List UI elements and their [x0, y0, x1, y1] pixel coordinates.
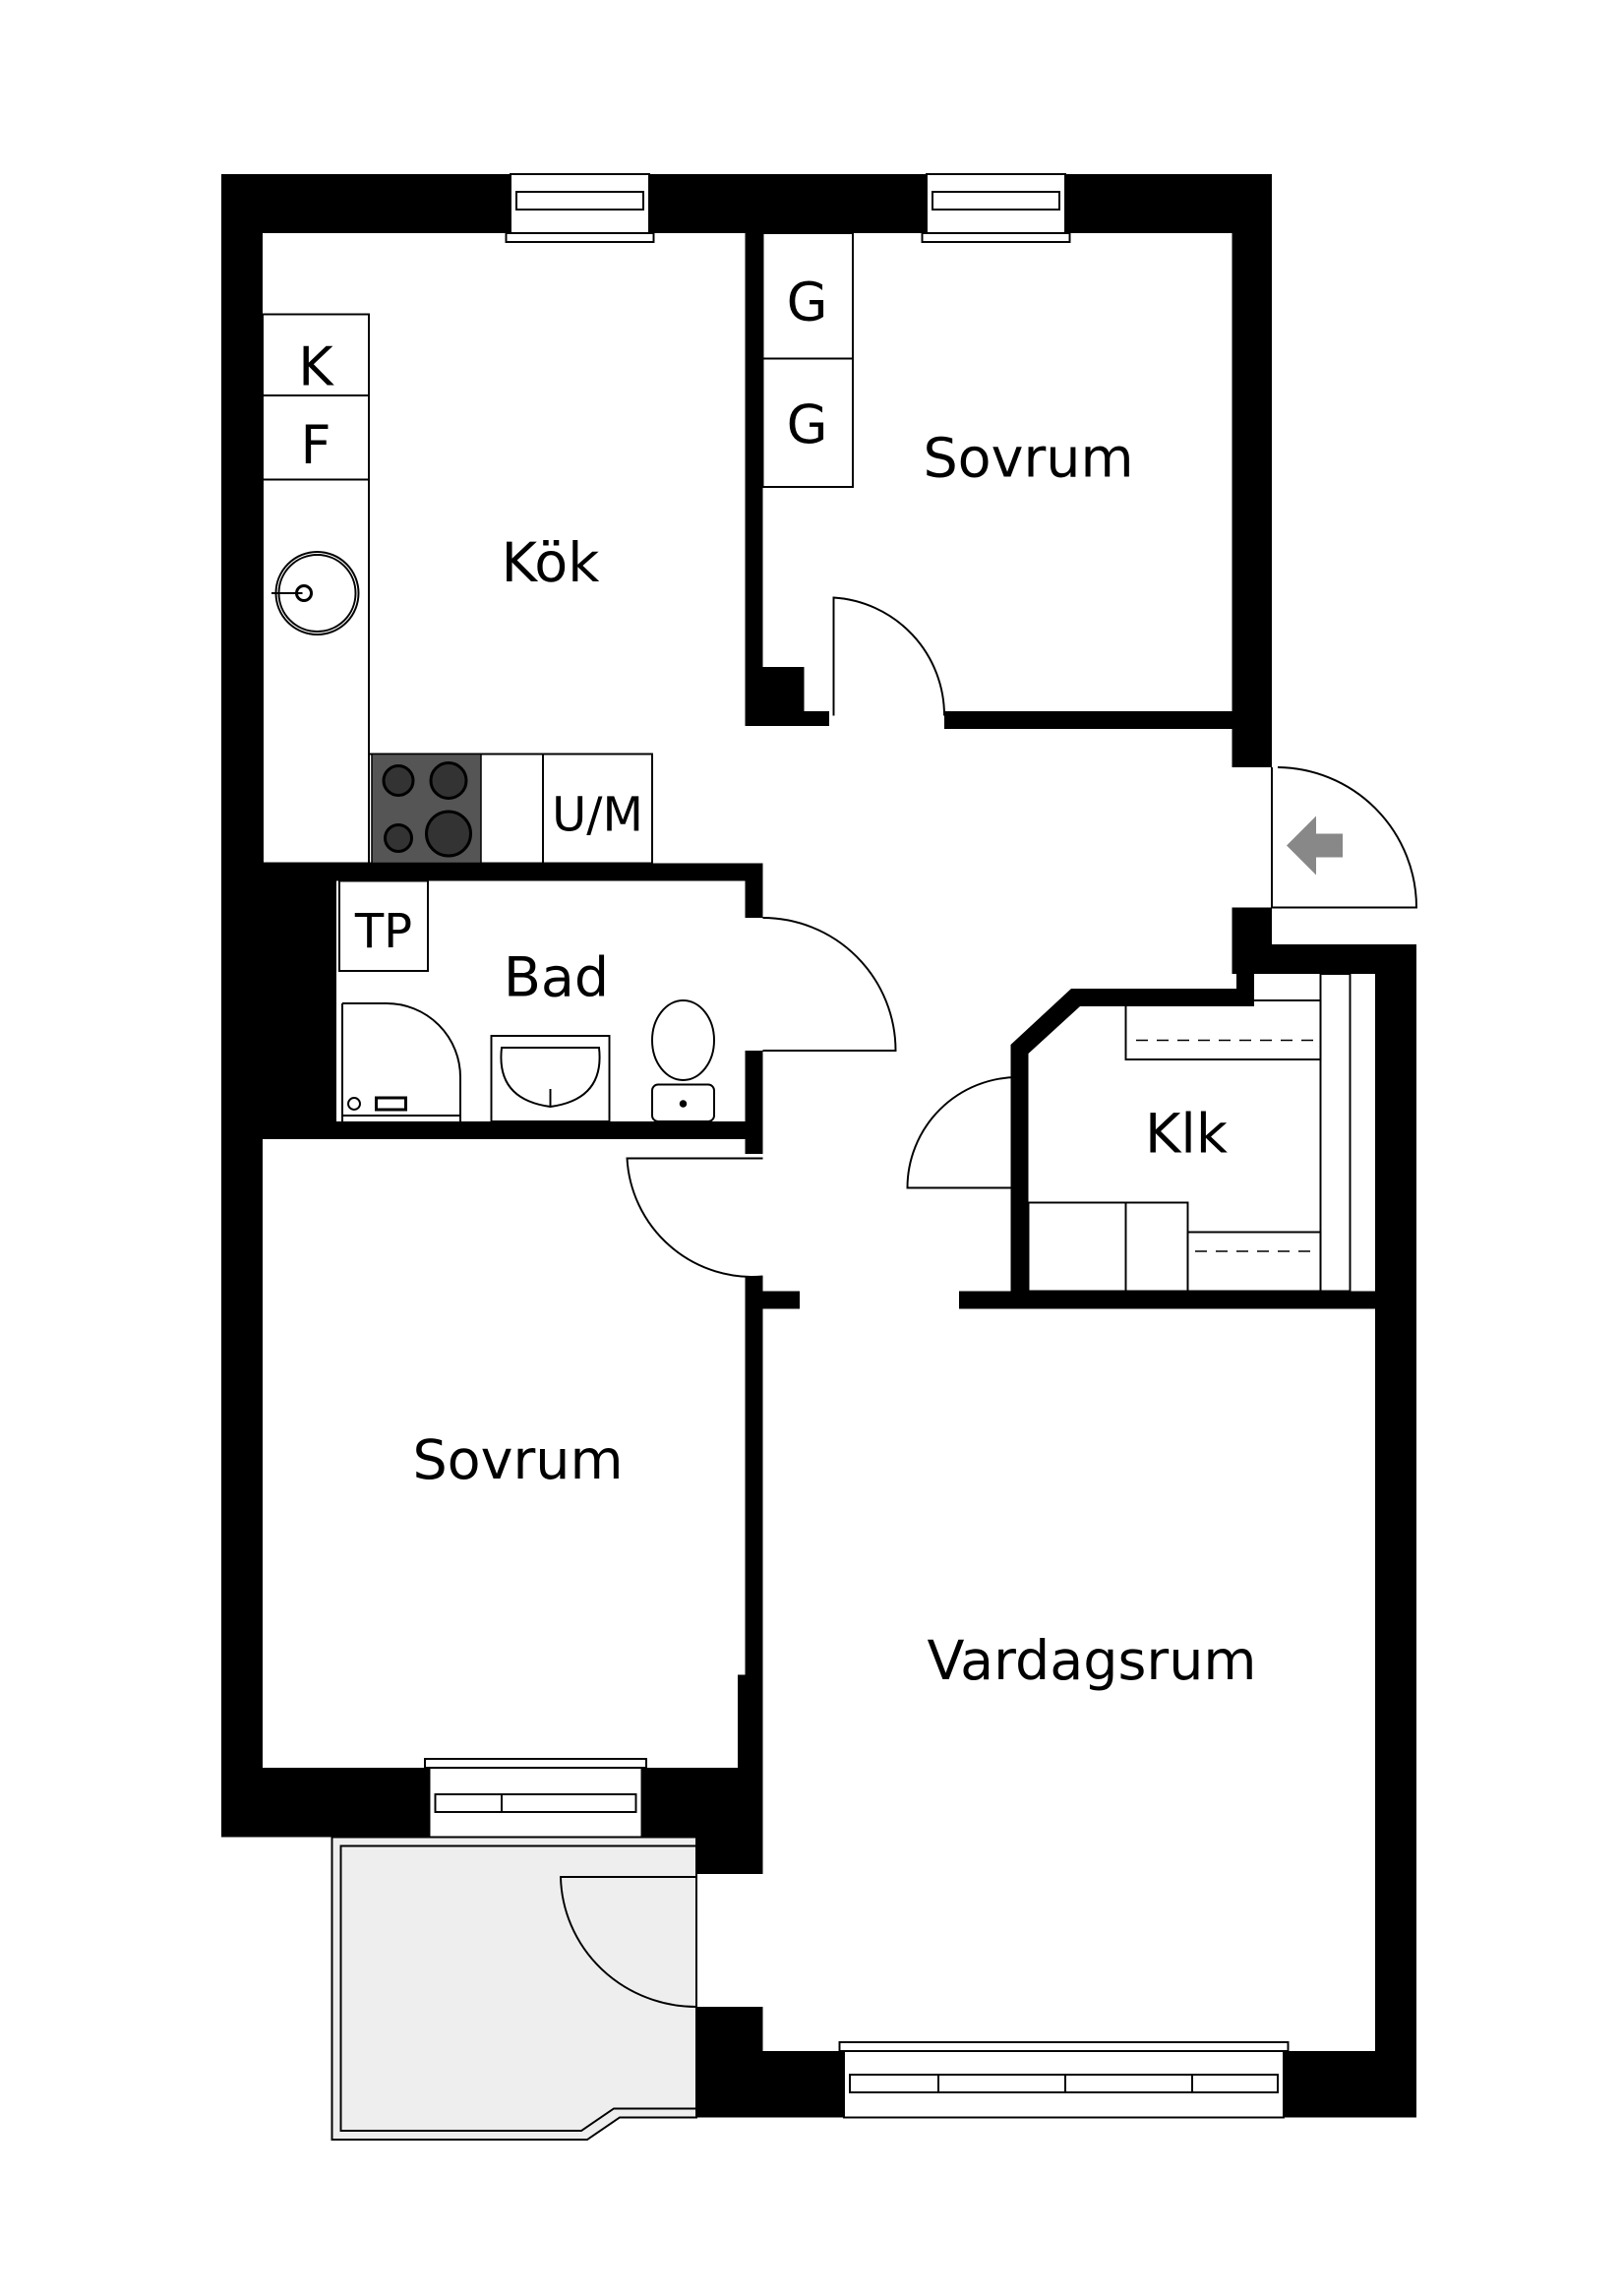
window-bedroom-bottom	[424, 1758, 647, 1839]
room-label-kitchen: Kök	[502, 531, 600, 595]
room-label-bathroom: Bad	[504, 946, 609, 1010]
balcony	[331, 1836, 697, 2141]
room-label-bedroom-bottom: Sovrum	[412, 1428, 623, 1492]
stove-icon	[371, 753, 482, 865]
closet-shelves	[1027, 973, 1352, 1293]
window-bedroom-top	[921, 173, 1071, 243]
wardrobe-label-1: G	[787, 272, 828, 333]
oven-microwave-label: U/M	[552, 788, 643, 843]
walls	[221, 174, 1416, 2118]
washbasin-icon	[490, 1035, 611, 1122]
window-living-room	[838, 2041, 1290, 2119]
entrance-arrow-icon	[1287, 816, 1343, 876]
fridge-label: K	[298, 336, 334, 398]
doors	[560, 596, 1417, 2008]
sink-icon	[271, 551, 360, 635]
wardrobe-label-2: G	[787, 393, 828, 455]
room-label-living-room: Vardagsrum	[928, 1629, 1257, 1693]
room-label-bedroom-top: Sovrum	[923, 427, 1133, 491]
room-label-closet: Klk	[1145, 1103, 1228, 1167]
shower-icon	[341, 1002, 461, 1121]
toilet-icon	[651, 999, 715, 1122]
washer-label: TP	[354, 904, 412, 959]
freezer-label: F	[300, 414, 331, 476]
window-kitchen	[505, 173, 655, 243]
